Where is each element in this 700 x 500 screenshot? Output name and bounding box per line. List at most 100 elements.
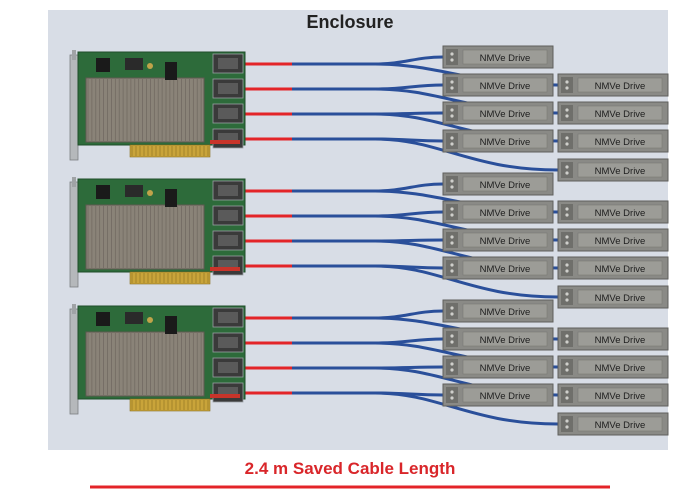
drive-led — [565, 207, 569, 211]
drive-handle — [446, 260, 458, 276]
drive-label: NMVe Drive — [480, 208, 531, 219]
drive-led — [450, 80, 454, 84]
drive-handle — [561, 416, 573, 432]
drive-led — [565, 142, 569, 146]
drive-label: NMVe Drive — [595, 363, 646, 374]
drive-handle — [561, 260, 573, 276]
adapter-card — [69, 50, 246, 161]
capacitor — [147, 317, 153, 323]
drive-face — [462, 176, 548, 192]
drive-face — [462, 331, 548, 347]
bracket-tab — [72, 50, 76, 60]
drive-face — [577, 232, 663, 248]
drive-handle — [446, 105, 458, 121]
drive-led — [565, 136, 569, 140]
drive-led — [450, 390, 454, 394]
drive-face — [462, 204, 548, 220]
drive-led — [565, 298, 569, 302]
chip — [165, 62, 177, 80]
drive-face — [577, 387, 663, 403]
cable-branch — [374, 264, 559, 299]
drive-handle — [446, 359, 458, 375]
drive-led — [450, 362, 454, 366]
drive-label: NMVe Drive — [595, 293, 646, 304]
drive-label: NMVe Drive — [480, 109, 531, 120]
drive-led — [565, 80, 569, 84]
cable — [243, 391, 559, 426]
drive-label: NMVe Drive — [595, 335, 646, 346]
port-socket — [218, 312, 238, 323]
cable-branch — [374, 391, 559, 426]
port-socket — [218, 58, 238, 69]
nvme-drive: NMVe Drive — [557, 256, 669, 280]
drive-face — [462, 49, 548, 65]
drive-led — [565, 235, 569, 239]
nvme-drive: NMVe Drive — [442, 355, 554, 379]
drive-label: NMVe Drive — [480, 264, 531, 275]
nvme-drive: NMVe Drive — [442, 172, 554, 196]
chip — [165, 316, 177, 334]
nvme-drive: NMVe Drive — [557, 412, 669, 436]
drive-label: NMVe Drive — [480, 180, 531, 191]
brand-mark — [210, 267, 240, 271]
nvme-drive: NMVe Drive — [557, 73, 669, 97]
drive-led — [450, 340, 454, 344]
drive-led — [565, 165, 569, 169]
chip — [125, 58, 143, 70]
drive-handle — [561, 359, 573, 375]
chip — [165, 189, 177, 207]
drive-handle — [561, 289, 573, 305]
nvme-drive: NMVe Drive — [557, 285, 669, 309]
drive-led — [450, 334, 454, 338]
drive-label: NMVe Drive — [595, 236, 646, 247]
drive-led — [450, 213, 454, 217]
drive-led — [450, 52, 454, 56]
drive-led — [565, 334, 569, 338]
port-socket — [218, 387, 238, 398]
drive-handle — [561, 232, 573, 248]
drive-led — [565, 419, 569, 423]
pcie-edge-connector — [129, 271, 211, 285]
drive-led — [565, 390, 569, 394]
drive-label: NMVe Drive — [480, 335, 531, 346]
saved-cable-length-caption: 2.4 m Saved Cable Length — [244, 459, 456, 478]
port-socket — [218, 337, 238, 348]
drive-label: NMVe Drive — [480, 391, 531, 402]
drive-led — [565, 340, 569, 344]
nvme-drive: NMVe Drive — [442, 73, 554, 97]
drive-face — [577, 359, 663, 375]
nvme-drive: NMVe Drive — [442, 383, 554, 407]
bracket-tab — [72, 304, 76, 314]
port-socket — [218, 210, 238, 221]
enclosure-title: Enclosure — [306, 12, 394, 32]
drive-face — [462, 77, 548, 93]
drive-face — [462, 303, 548, 319]
port-socket — [218, 260, 238, 271]
drive-face — [462, 133, 548, 149]
drive-led — [450, 396, 454, 400]
nvme-drive: NMVe Drive — [442, 228, 554, 252]
nvme-drive: NMVe Drive — [442, 129, 554, 153]
drive-face — [462, 232, 548, 248]
chip — [125, 312, 143, 324]
nvme-drive: NMVe Drive — [442, 45, 554, 69]
drive-label: NMVe Drive — [480, 307, 531, 318]
drive-led — [450, 368, 454, 372]
drive-handle — [561, 162, 573, 178]
pcie-edge-connector — [129, 398, 211, 412]
drive-led — [450, 241, 454, 245]
drive-handle — [446, 204, 458, 220]
drive-face — [577, 416, 663, 432]
cable — [243, 264, 559, 299]
drive-label: NMVe Drive — [480, 137, 531, 148]
drive-led — [450, 58, 454, 62]
nvme-drive: NMVe Drive — [442, 327, 554, 351]
nvme-drive: NMVe Drive — [557, 327, 669, 351]
drive-label: NMVe Drive — [595, 137, 646, 148]
drive-led — [450, 263, 454, 267]
bracket-tab — [72, 177, 76, 187]
drive-led — [450, 86, 454, 90]
drive-label: NMVe Drive — [595, 264, 646, 275]
